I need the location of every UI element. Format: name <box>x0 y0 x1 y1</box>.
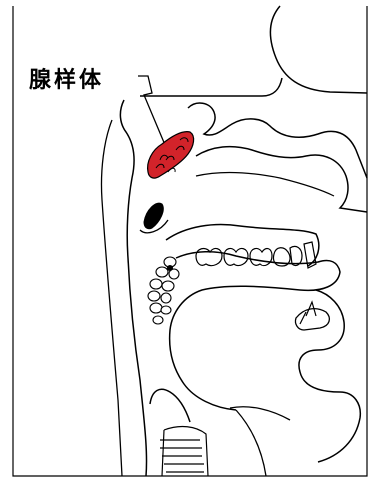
sphenoid-outline <box>140 78 282 96</box>
label-leader-line <box>138 76 168 152</box>
nasal-floor-outline <box>196 172 334 196</box>
pharyngeal-wall-outline <box>120 100 146 476</box>
lower-tooth-outline <box>300 302 316 324</box>
larynx-cartilage <box>160 427 208 476</box>
soft-palate-outline <box>166 225 319 266</box>
skull-base-outline <box>270 6 367 93</box>
tongue-outline <box>170 252 340 410</box>
adenoid-label: 腺样体 <box>29 62 104 94</box>
lower-lip-outline <box>295 309 329 330</box>
pharyngeal-wall-outer <box>101 120 122 476</box>
eustachian-opening <box>144 203 163 229</box>
adenoid-shape <box>148 132 194 178</box>
neck-outline <box>236 410 266 476</box>
epiglottis-outline <box>150 389 190 422</box>
nasal-turbinate-outline <box>196 147 367 212</box>
lower-jaw-outline <box>299 290 360 462</box>
